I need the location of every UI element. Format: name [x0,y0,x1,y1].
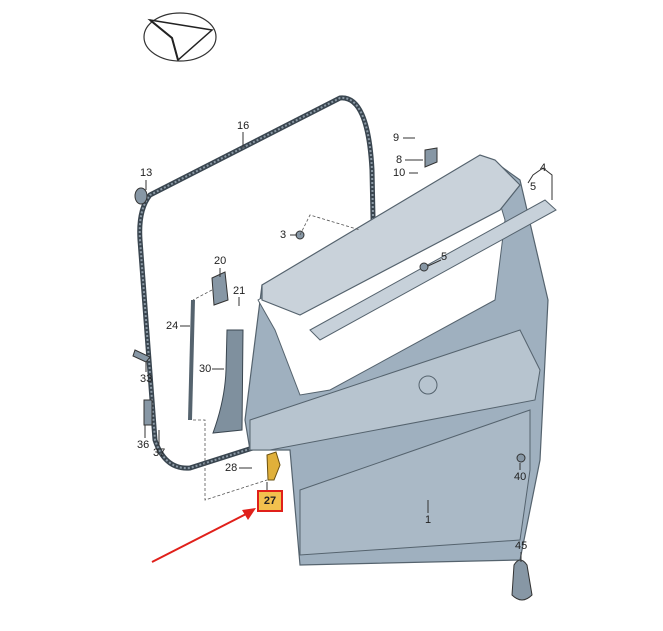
part-label-45: 45 [515,540,528,552]
part-label-33: 33 [140,373,153,385]
part-label-8: 8 [396,154,403,166]
part-label-27-highlighted[interactable]: 27 [257,490,283,512]
part-label-3: 3 [280,229,287,241]
part-label-13: 13 [140,167,153,179]
spoiler [261,154,521,316]
part-label-5b: 5 [441,251,448,263]
part-label-28: 28 [225,462,238,474]
pillar-trim-30 [212,329,244,434]
highlight-arrow [151,508,256,563]
part-label-1: 1 [425,514,432,526]
part-label-4: 4 [540,162,547,174]
part-label-5: 5 [530,181,537,193]
part-label-30: 30 [199,363,212,375]
logo-icon [143,12,217,62]
gas-strut-24 [188,299,195,421]
part-label-37: 37 [153,447,166,459]
part-label-9: 9 [393,132,400,144]
part-label-10: 10 [393,167,406,179]
part-label-36: 36 [137,439,150,451]
part-label-40: 40 [514,471,527,483]
part-label-20: 20 [214,255,227,267]
trim-strip-4 [309,199,557,341]
part-label-16: 16 [237,120,250,132]
part-label-24: 24 [166,320,179,332]
part-label-21: 21 [233,285,246,297]
